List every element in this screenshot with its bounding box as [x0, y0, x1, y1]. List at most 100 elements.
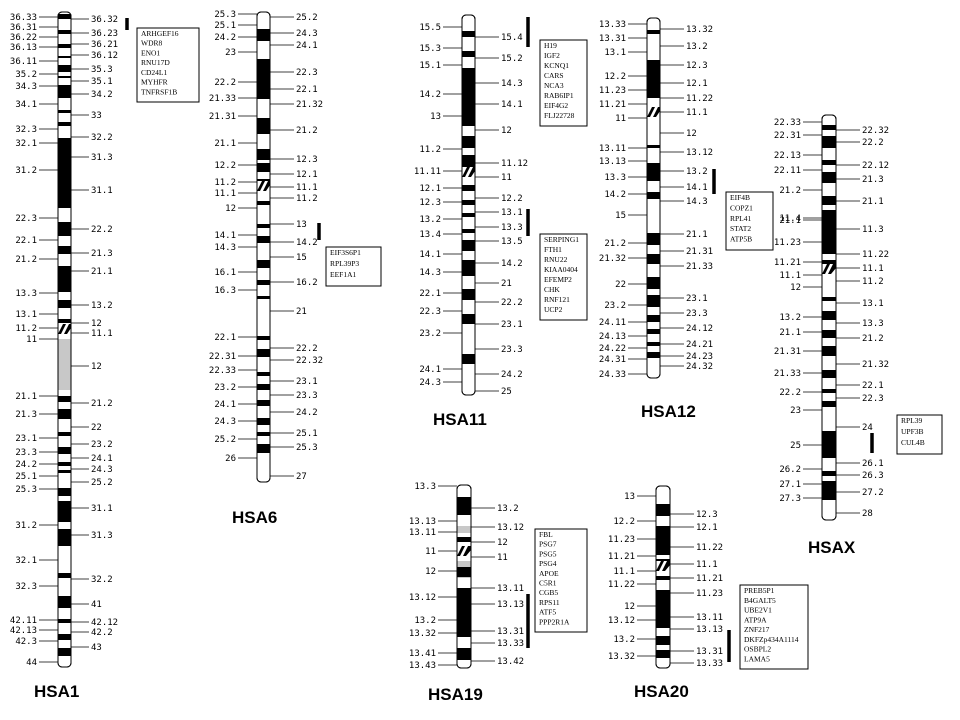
g-band: [656, 526, 670, 555]
band-label-left: 13.12: [409, 593, 436, 603]
g-band: [58, 56, 71, 58]
band-label-right: 24.12: [686, 324, 713, 334]
g-band: [257, 59, 270, 99]
gene-label: STAT2: [730, 224, 751, 233]
chromosome-hsa19: 13.313.1313.11111213.1213.213.3213.4113.…: [409, 482, 588, 671]
g-band: [58, 76, 71, 78]
band-label-right: 41: [91, 600, 102, 610]
band-label-left: 11.4: [779, 214, 801, 224]
band-label-left: 32.3: [15, 125, 37, 135]
band-label-right: 13.33: [497, 639, 524, 649]
gene-label: RAB6IP1: [544, 91, 574, 100]
band-label-left: 11.21: [608, 552, 635, 562]
chromosome-hsa12: 13.3313.3113.112.211.2311.211113.1113.13…: [599, 17, 774, 380]
band-label-left: 13.3: [604, 173, 626, 183]
g-band: [257, 280, 270, 285]
g-band: [822, 172, 836, 183]
g-band: [462, 31, 475, 37]
band-label-left: 13.11: [599, 144, 626, 154]
g-band: [257, 260, 270, 268]
gene-box: [534, 528, 588, 633]
band-label-right: 13: [296, 220, 307, 230]
band-label-left: 31.2: [15, 521, 37, 531]
gene-label: RPL39P3: [330, 259, 359, 268]
gene-label: EIF4G2: [544, 101, 568, 110]
band-label-left: 13.11: [409, 528, 436, 538]
g-band: [462, 229, 475, 233]
band-label-left: 27.3: [779, 494, 801, 504]
band-label-right: 11.12: [501, 159, 528, 169]
g-band: [58, 409, 71, 419]
band-label-left: 32.1: [15, 556, 37, 566]
band-label-right: 11.23: [696, 589, 723, 599]
g-band: [257, 29, 270, 41]
band-label-left: 24.3: [419, 378, 441, 388]
band-label-right: 11.22: [862, 250, 889, 260]
band-label-right: 31.1: [91, 186, 113, 196]
g-band: [257, 336, 270, 340]
band-label-left: 24.2: [15, 460, 37, 470]
g-band: [822, 346, 836, 356]
band-label-left: 21.32: [599, 254, 626, 264]
band-label-right: 12: [91, 319, 102, 329]
band-label-right: 12: [497, 538, 508, 548]
band-label-right: 13.11: [696, 613, 723, 623]
gene-label: PREB5P1: [744, 586, 775, 595]
band-label-left: 14.3: [214, 243, 236, 253]
gene-label: EIF4B: [730, 193, 750, 202]
gene-label: KCNQ1: [544, 61, 569, 70]
gene-label: ZNF217: [744, 625, 770, 634]
g-band: [58, 85, 71, 98]
gene-label: WDR8: [141, 39, 162, 48]
heterochromatin-band: [457, 526, 471, 533]
band-label-right: 13.12: [497, 523, 524, 533]
gene-label: ATP9A: [744, 615, 767, 624]
centromere-mark: [58, 324, 71, 334]
band-label-right: 12.3: [686, 61, 708, 71]
gene-label: RNF121: [544, 295, 570, 304]
g-band: [647, 233, 660, 245]
g-band: [656, 636, 670, 645]
band-label-left: 24.1: [214, 400, 236, 410]
g-band: [656, 504, 670, 516]
band-label-right: 13.13: [497, 600, 524, 610]
band-label-left: 13.32: [608, 652, 635, 662]
band-label-right: 21.2: [862, 334, 884, 344]
gene-label: NCA3: [544, 81, 564, 90]
band-label-right: 23.3: [296, 391, 318, 401]
g-band: [58, 319, 71, 323]
band-label-left: 21.1: [15, 392, 37, 402]
band-label-right: 25.3: [296, 443, 318, 453]
band-label-right: 11.2: [296, 194, 318, 204]
gene-label: LAMA5: [744, 654, 770, 663]
g-band: [822, 311, 836, 320]
band-label-right: 35.1: [91, 77, 113, 87]
band-label-left: 31.2: [15, 166, 37, 176]
g-band: [822, 389, 836, 393]
gene-label: UCP2: [544, 305, 563, 314]
gene-label: KIAA0404: [544, 265, 578, 274]
g-band: [58, 138, 71, 208]
band-label-left: 23: [225, 48, 236, 58]
band-label-left: 26.2: [779, 465, 801, 475]
heterochromatin-band: [457, 561, 471, 567]
band-label-right: 13.1: [501, 208, 523, 218]
g-band: [58, 110, 71, 113]
band-label-left: 32.3: [15, 582, 37, 592]
band-label-right: 13.1: [862, 299, 884, 309]
band-label-right: 13.2: [91, 301, 113, 311]
band-label-right: 22.12: [862, 161, 889, 171]
g-band: [257, 384, 270, 390]
g-band: [656, 576, 670, 580]
band-label-left: 22.11: [774, 166, 801, 176]
g-band: [647, 329, 660, 334]
gene-label: CGB5: [539, 588, 558, 597]
band-label-left: 11.1: [779, 271, 801, 281]
band-label-right: 21.32: [296, 100, 323, 110]
gene-box: [136, 27, 200, 103]
band-label-right: 25.2: [296, 13, 318, 23]
band-label-left: 11.23: [608, 535, 635, 545]
g-band: [462, 68, 475, 126]
band-label-left: 11: [425, 547, 436, 557]
band-label-left: 21.31: [209, 112, 236, 122]
